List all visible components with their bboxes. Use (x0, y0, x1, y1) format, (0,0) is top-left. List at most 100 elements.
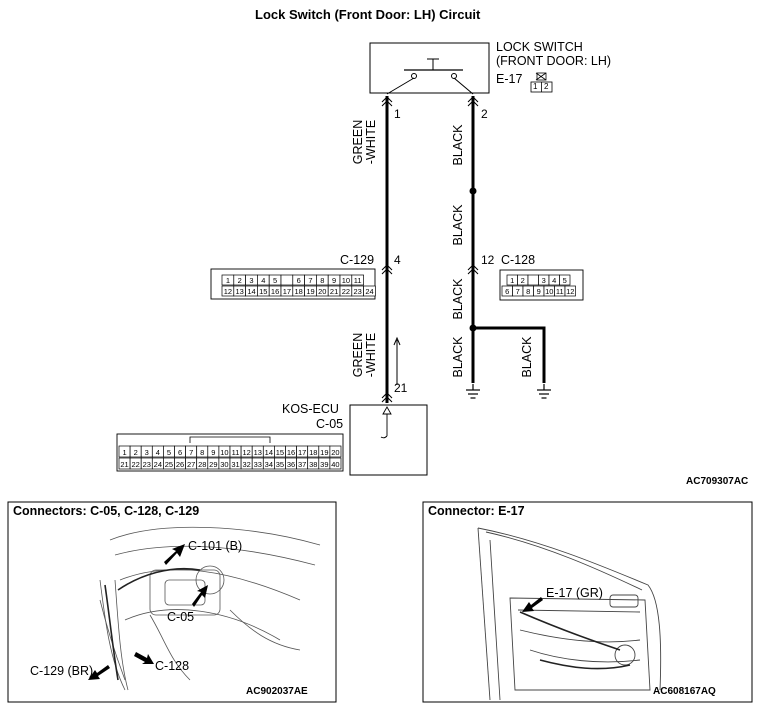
ecu-row2-pin-label: 30 (220, 460, 228, 469)
pin-label-4: 4 (394, 253, 401, 267)
lock-switch-name-line2: (FRONT DOOR: LH) (496, 54, 612, 68)
c129-row2-pin-label: 16 (271, 287, 279, 296)
pin-label-2: 2 (481, 107, 488, 121)
c129-row1-cell (351, 274, 364, 286)
c129-row2-pin-label: 18 (295, 287, 303, 296)
lock-switch-name-line1: LOCK SWITCH (496, 40, 583, 54)
ecu-row1-pin-label: 15 (276, 448, 284, 457)
e17-pin-2: 2 (544, 82, 549, 91)
c128-row2-pin-label: 8 (526, 287, 530, 296)
left-panel-title: Connectors: C-05, C-128, C-129 (13, 504, 200, 518)
c128-row1-pin-label: 1 (510, 276, 514, 285)
pin-label-21: 21 (394, 381, 408, 395)
pin-label-1: 1 (394, 107, 401, 121)
c128-row2-pin-label: 10 (545, 287, 553, 296)
callout-c128: C-128 (155, 659, 190, 673)
c128-row2-pin-label: 6 (505, 287, 509, 296)
ecu-row1-pin-label: 13 (254, 448, 262, 457)
ecu-row1-pin-label: 4 (156, 448, 160, 457)
c129-row2-pin-label: 12 (224, 287, 232, 296)
c128-row2-cell (564, 285, 576, 297)
ecu-row2-pin-label: 34 (265, 460, 273, 469)
c129-row1-pin-label: 1 (226, 276, 230, 285)
c129-row1-pin-label: 11 (354, 276, 362, 285)
c128-row1-cell (527, 274, 539, 286)
ecu-connector-label: C-05 (316, 417, 344, 431)
c129-row1-pin-label: 10 (342, 276, 350, 285)
c128-row1-pin-label: 3 (542, 276, 546, 285)
c129-row2-pin-label: 20 (318, 287, 326, 296)
c129-row1-pin-label: 6 (297, 276, 301, 285)
callout-c129: C-129 (BR) (30, 664, 94, 678)
c129-row2-pin-label: 21 (330, 287, 338, 296)
c129-row1-pin-label: 9 (332, 276, 336, 285)
ecu-row1-pin-label: 20 (331, 448, 339, 457)
ecu-row1-cell (329, 445, 342, 458)
ecu-row2-pin-label: 22 (131, 460, 139, 469)
e17-pin-1: 1 (533, 82, 538, 91)
c129-row2-cell (363, 285, 376, 297)
right-panel-code: AC608167AQ (653, 686, 716, 697)
pin-label-12: 12 (481, 253, 495, 267)
c128-row1-pin-label: 4 (552, 276, 556, 285)
lock-switch-connector-label: E-17 (496, 72, 523, 86)
ecu-row2-cell (329, 457, 342, 470)
c129-row2-pin-label: 22 (342, 287, 350, 296)
ecu-row2-pin-label: 40 (331, 460, 339, 469)
ecu-row2-pin-label: 33 (254, 460, 262, 469)
c129-row1-pin-label: 4 (261, 276, 265, 285)
ecu-row2-pin-label: 39 (320, 460, 328, 469)
ecu-row1-pin-label: 1 (122, 448, 126, 457)
ecu-row1-pin-label: 17 (298, 448, 306, 457)
c129-row1-pin-label: 2 (238, 276, 242, 285)
diagram-code: AC709307AC (686, 476, 749, 487)
ecu-row2-pin-label: 37 (298, 460, 306, 469)
ecu-row1-pin-label: 12 (242, 448, 250, 457)
ecu-row1-pin-label: 2 (134, 448, 138, 457)
c128-row1-pin-label: 5 (563, 276, 567, 285)
c129-row1-pin-label: 7 (308, 276, 312, 285)
c129-row1-cell (280, 274, 294, 286)
c129-row1-pin-label: 8 (320, 276, 324, 285)
c129-row2-pin-label: 14 (247, 287, 255, 296)
ecu-row1-pin-label: 11 (232, 448, 240, 457)
c129-row1-pin-label: 5 (273, 276, 277, 285)
ecu-row1-pin-label: 16 (287, 448, 295, 457)
ecu-row1-pin-label: 19 (320, 448, 328, 457)
ecu-row1-pin-label: 6 (178, 448, 182, 457)
c129-row2-pin-label: 13 (236, 287, 244, 296)
left-panel-code: AC902037AE (246, 686, 308, 697)
c128-row2-pin-label: 11 (556, 287, 564, 296)
c129-row2-pin-label: 23 (354, 287, 362, 296)
ecu-row1-pin-label: 9 (211, 448, 215, 457)
ecu-row2-pin-label: 32 (242, 460, 250, 469)
c129-row2-pin-label: 15 (259, 287, 267, 296)
ecu-row1-pin-label: 10 (220, 448, 228, 457)
c128-row2-pin-label: 7 (516, 287, 520, 296)
ecu-row2-pin-label: 23 (143, 460, 151, 469)
c128-row1-pin-label: 2 (521, 276, 525, 285)
ecu-row2-pin-label: 27 (187, 460, 195, 469)
c129-row1-pin-label: 3 (249, 276, 253, 285)
ecu-row2-pin-label: 21 (120, 460, 128, 469)
callout-e17: E-17 (GR) (546, 586, 603, 600)
c128-label: C-128 (501, 253, 536, 267)
callout-c101: C-101 (B) (188, 539, 243, 553)
ecu-row2-pin-label: 29 (209, 460, 217, 469)
c129-row2-pin-label: 24 (365, 287, 373, 296)
c129-row2-pin-label: 19 (306, 287, 314, 296)
c128-row1-cell (559, 274, 571, 286)
ecu-row1-pin-label: 14 (265, 448, 273, 457)
ecu-row2-pin-label: 25 (165, 460, 173, 469)
ecu-row2-pin-label: 31 (231, 460, 239, 469)
ecu-row2-pin-label: 36 (287, 460, 295, 469)
ecu-row1-pin-label: 8 (200, 448, 204, 457)
ecu-row1-pin-label: 7 (189, 448, 193, 457)
c128-row2-pin-label: 9 (537, 287, 541, 296)
c129-row2-pin-label: 17 (283, 287, 291, 296)
ecu-name: KOS-ECU (282, 402, 339, 416)
ecu-row2-pin-label: 28 (198, 460, 206, 469)
ecu-row1-pin-label: 5 (167, 448, 171, 457)
